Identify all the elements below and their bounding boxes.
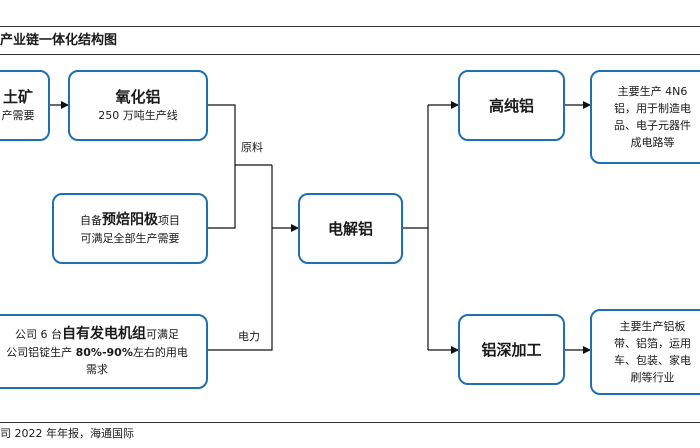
node-anode-bold: 预焙阳极 xyxy=(102,211,158,228)
node-bauxite: 土矿 产需要 xyxy=(0,70,50,141)
node-generator-line2-post: 左右的用电 xyxy=(132,346,188,359)
node-deep-desc-line3: 车、包装、家电 xyxy=(614,354,691,367)
title-underline xyxy=(0,54,700,55)
node-generator-line2-bold: 80%-90% xyxy=(75,346,133,359)
source-note: 司 2022 年年报，海通国际 xyxy=(0,427,134,440)
top-rule xyxy=(0,26,700,27)
node-electrolytic-title: 电解铝 xyxy=(327,219,373,238)
node-anode: 自备预焙阳极项目 可满足全部生产需要 xyxy=(52,193,208,264)
node-deep-desc-line1: 主要生产铝板 xyxy=(619,320,686,333)
node-bauxite-line1: 产需要 xyxy=(1,109,35,122)
node-high-purity-desc-line3: 品、电子元器件 xyxy=(614,119,691,132)
node-anode-line2: 可满足全部生产需要 xyxy=(80,231,180,245)
node-generator-post: 可满足 xyxy=(146,328,179,341)
node-generator-pre: 公司 6 台 xyxy=(15,328,62,341)
node-deep-desc: 主要生产铝板 带、铝箔，运用 车、包装、家电 刷等行业 xyxy=(590,309,700,395)
node-alumina-line1: 250 万吨生产线 xyxy=(98,109,178,122)
edge-generator-to-junction xyxy=(208,165,273,351)
node-generator-bold: 自有发电机组 xyxy=(62,326,146,342)
edge-alumina-to-junction xyxy=(208,104,236,229)
node-deep-processing-title: 铝深加工 xyxy=(481,340,542,359)
node-high-purity-desc-line1: 主要生产 4N6 xyxy=(617,85,688,98)
node-generator-line3: 需求 xyxy=(86,363,108,376)
node-alumina: 氧化铝 250 万吨生产线 xyxy=(68,70,208,141)
node-high-purity: 高纯铝 xyxy=(458,70,565,141)
node-electrolytic: 电解铝 xyxy=(298,193,403,264)
node-generator: 公司 6 台自有发电机组可满足 公司铝锭生产 80%-90%左右的用电 需求 xyxy=(0,314,208,389)
node-generator-line2: 公司铝锭生产 80%-90%左右的用电 xyxy=(6,344,188,361)
node-deep-desc-line4: 刷等行业 xyxy=(630,371,675,384)
node-high-purity-desc: 主要生产 4N6 铝，用于制造电 品、电子元器件 成电路等 xyxy=(590,70,700,164)
edge-label-electricity: 电力 xyxy=(238,330,260,343)
node-high-purity-title: 高纯铝 xyxy=(488,96,534,115)
edge-label-raw-material: 原料 xyxy=(241,141,263,154)
node-deep-desc-line2: 带、铝箔，运用 xyxy=(614,337,691,350)
node-bauxite-title: 土矿 xyxy=(2,88,33,106)
node-anode-line1: 自备预焙阳极项目 xyxy=(80,211,180,230)
node-generator-line1: 公司 6 台自有发电机组可满足 xyxy=(15,325,179,344)
node-anode-post: 项目 xyxy=(158,213,180,227)
node-deep-processing: 铝深加工 xyxy=(458,314,565,385)
node-generator-line2-pre: 公司铝锭生产 xyxy=(6,346,76,359)
node-anode-pre: 自备 xyxy=(80,213,102,227)
bottom-rule xyxy=(0,422,700,423)
node-alumina-title: 氧化铝 xyxy=(115,88,161,106)
figure-title: 产业链一体化结构图 xyxy=(0,33,118,48)
node-high-purity-desc-line4: 成电路等 xyxy=(630,136,675,149)
node-high-purity-desc-line2: 铝，用于制造电 xyxy=(614,102,691,115)
